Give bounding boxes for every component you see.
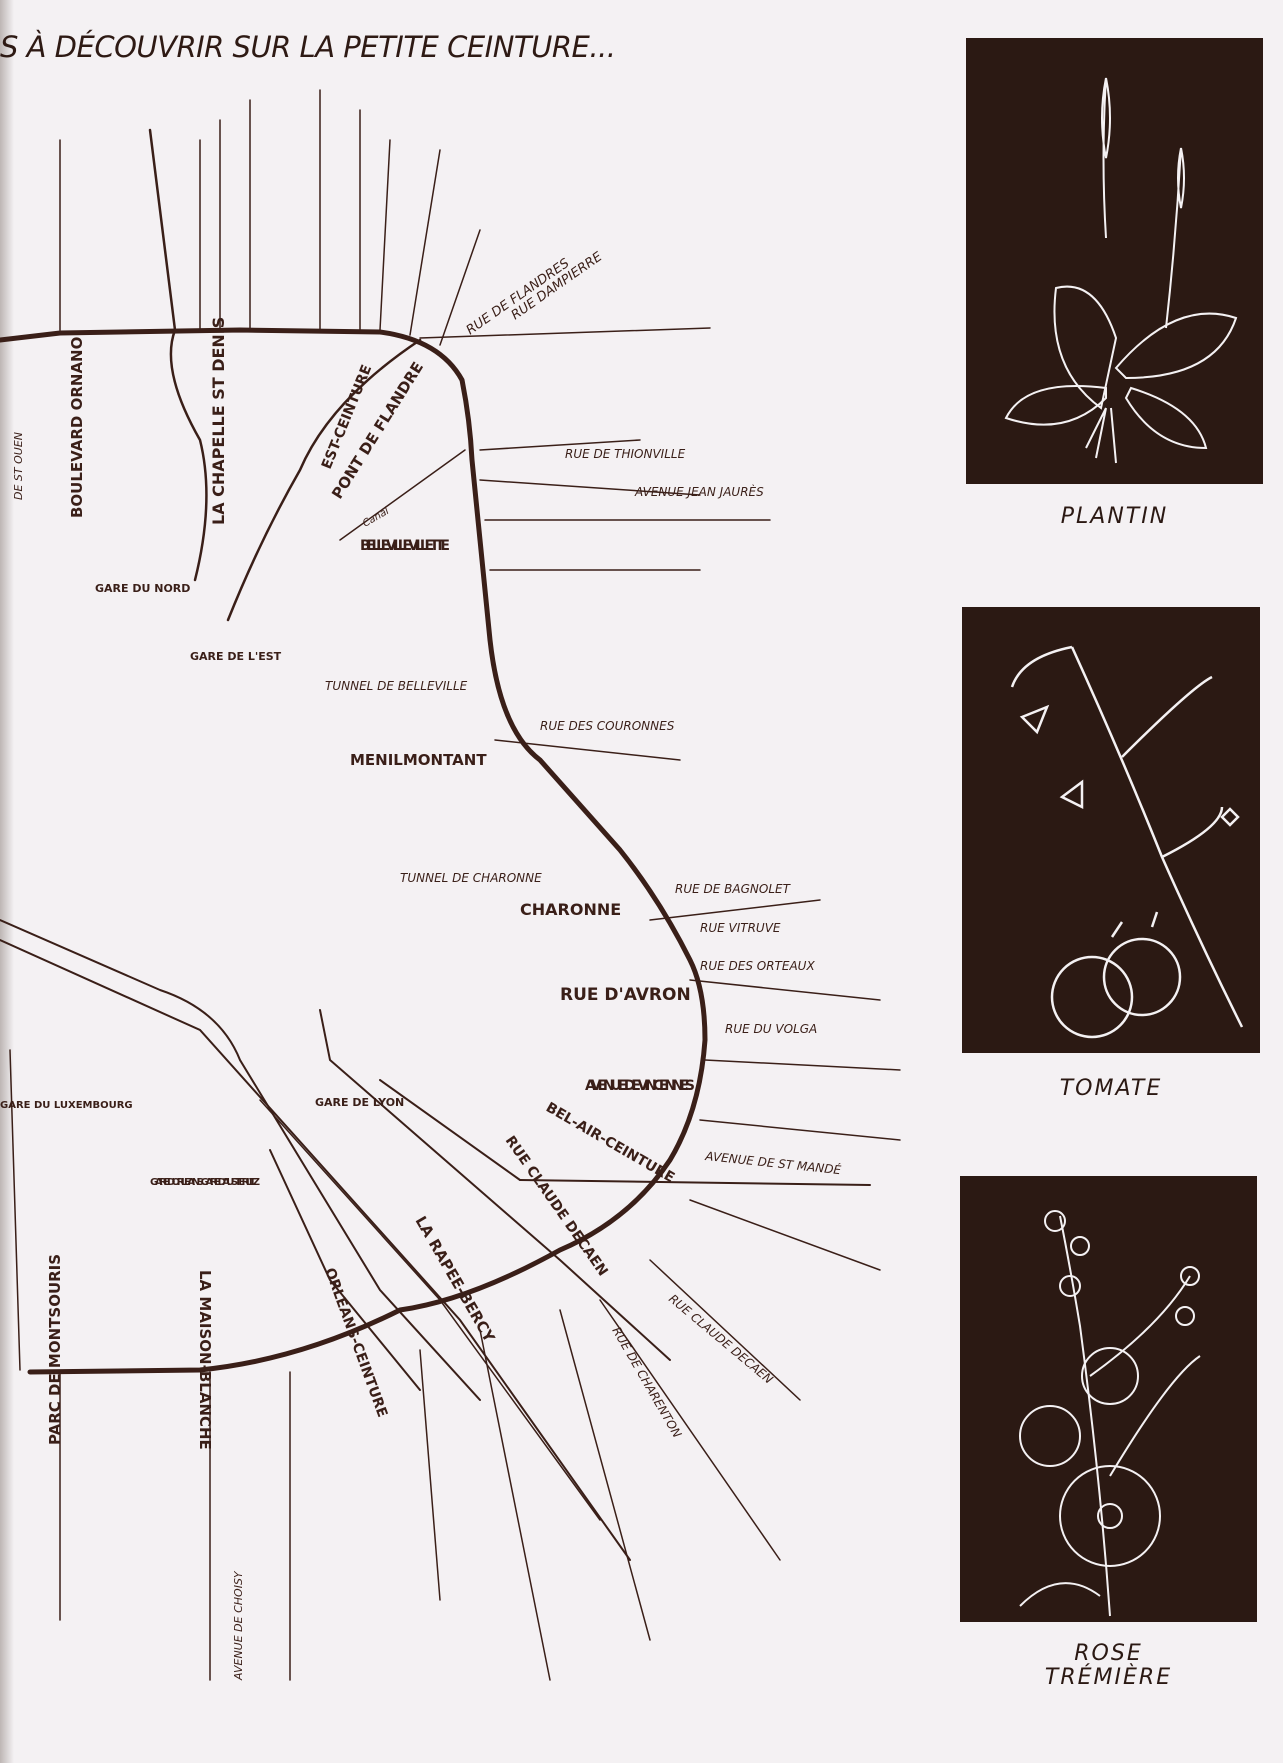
gare-de-lyon: GARE DE LYON [315, 1096, 404, 1109]
street-rue-claude-decaen-2: RUE CLAUDE DECAEN [666, 1292, 776, 1387]
rose-caption-line1: ROSE [1074, 1641, 1143, 1666]
station-boulevard-ornano: BOULEVARD ORNANO [68, 337, 86, 518]
tunnel-de-belleville: TUNNEL DE BELLEVILLE [325, 679, 468, 693]
railway-main-line [0, 327, 708, 1375]
street-rue-des-couronnes: RUE DES COURONNES [540, 719, 675, 733]
station-charonne: CHARONNE [520, 900, 621, 919]
street-rue-des-orteaux: RUE DES ORTEAUX [700, 959, 815, 973]
street-avenue-de-choisy: AVENUE DE CHOISY [232, 1570, 245, 1681]
street-de-st-ouen: DE ST OUEN [12, 432, 25, 500]
rose-tremiere-illustration [960, 1176, 1257, 1622]
street-rue-vitruve: RUE VITRUVE [700, 921, 781, 935]
street-rue-du-volga: RUE DU VOLGA [725, 1022, 817, 1036]
railway-branch-est [226, 338, 422, 622]
petite-ceinture-map: BOULEVARD ORNANO LA CHAPELLE ST DENIS ES… [0, 89, 901, 1681]
station-avenue-de-vincennes: AVENUE DE VINCENNES [585, 1078, 695, 1094]
street-rue-de-thionville: RUE DE THIONVILLE [565, 447, 686, 461]
station-belleville-villette: BELLEVILLE VILLETTE [360, 538, 450, 554]
plantin-illustration [966, 38, 1263, 484]
railway-branch-left [9, 1049, 21, 1371]
page-binding-edge [0, 0, 14, 1763]
railway-branch-austerlitz [269, 1149, 421, 1391]
rose-caption-line2: TRÉMIÈRE [1044, 1665, 1173, 1690]
station-la-maison-blanche: LA MAISON-BLANCHE [196, 1270, 214, 1450]
gare-du-nord: GARE DU NORD [95, 582, 190, 595]
cross-streets-top [59, 89, 901, 1681]
page-title: S À DÉCOUVRIR SUR LA PETITE CEINTURE... [0, 30, 616, 64]
tomate-caption: TOMATE [1059, 1076, 1163, 1101]
street-avenue-de-st-mande: AVENUE DE ST MANDÉ [704, 1148, 843, 1177]
railway-branch-bercy [0, 919, 481, 1401]
railway-branch-lyon [319, 1009, 671, 1361]
station-parc-de-montsouris: PARC DE MONTSOURIS [46, 1254, 64, 1445]
gare-d-orleans-austerlitz: GARE D'ORLEANS GARE D'AUSTERLITZ [150, 1177, 260, 1188]
railway-parallel-1 [0, 939, 631, 1561]
canal-label: Canal [361, 506, 391, 530]
railway-branch-nord [148, 128, 208, 582]
street-rue-de-flandres: RUE DE FLANDRES [464, 256, 573, 338]
station-la-chapelle: LA CHAPELLE ST DENIS [209, 317, 228, 525]
street-avenue-jean-jaures: AVENUE JEAN JAURÈS [634, 484, 764, 499]
gare-de-l-est: GARE DE L'EST [190, 650, 282, 663]
street-line-top [419, 327, 711, 339]
station-rue-d-avron: RUE D'AVRON [560, 985, 691, 1005]
railway-parallel-2 [259, 1099, 601, 1521]
gare-du-luxembourg: GARE DU LUXEMBOURG [0, 1100, 133, 1111]
plantin-caption: PLANTIN [1060, 504, 1169, 529]
station-menilmontant: MENILMONTANT [350, 751, 487, 769]
rose-tremiere-caption: ROSE TRÉMIÈRE [960, 1642, 1257, 1690]
street-rue-de-charenton: RUE DE CHARENTON [609, 1325, 684, 1441]
tomate-illustration [962, 607, 1260, 1053]
tunnel-de-charonne: TUNNEL DE CHARONNE [400, 871, 542, 885]
street-line-lyon [379, 1079, 521, 1181]
street-line-bel-air [519, 1179, 871, 1186]
canal-line [339, 449, 466, 541]
street-rue-de-bagnolet: RUE DE BAGNOLET [675, 882, 792, 896]
station-bel-air-ceinture: BEL-AIR-CEINTURE [543, 1100, 677, 1187]
